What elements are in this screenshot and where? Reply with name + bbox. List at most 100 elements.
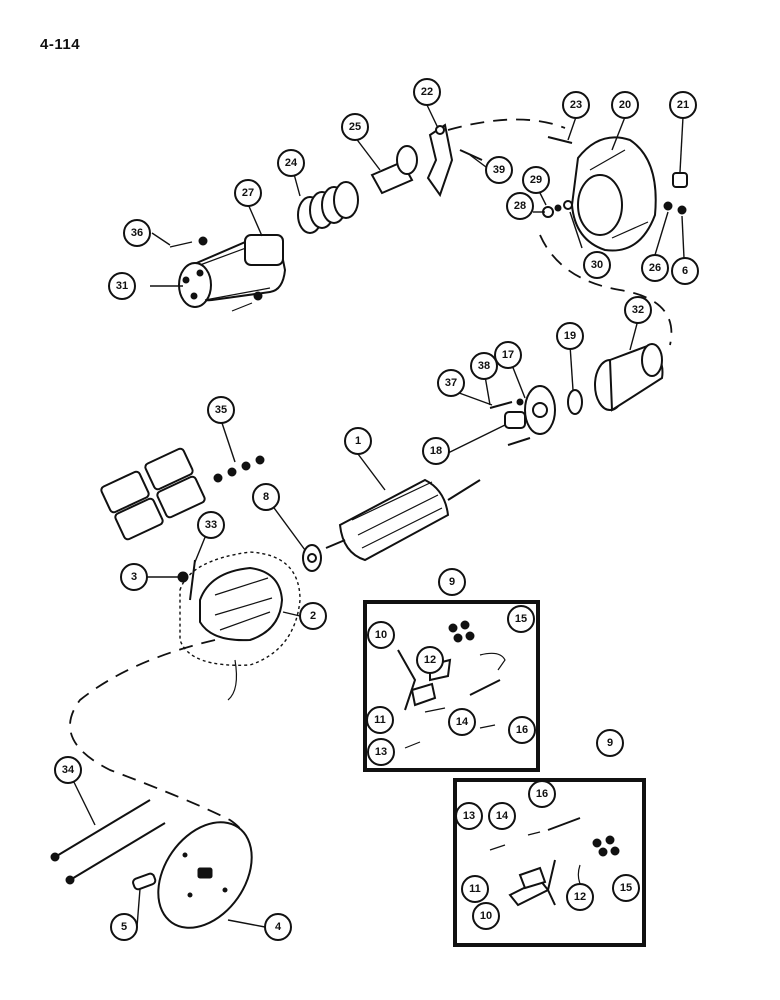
drive-housing-part-20 <box>570 136 657 252</box>
callout-23: 23 <box>562 91 590 119</box>
callout-3: 3 <box>120 563 148 591</box>
svg-text:37: 37 <box>445 377 457 389</box>
svg-text:36: 36 <box>131 227 143 239</box>
callout-4: 4 <box>264 913 292 941</box>
svg-text:20: 20 <box>619 99 631 111</box>
screws-part-35 <box>213 455 265 483</box>
callout-15-top: 15 <box>507 605 535 633</box>
end-plate-part-17 <box>524 385 556 435</box>
end-plate-part-4 <box>157 821 253 929</box>
callout-19: 19 <box>556 322 584 350</box>
callout-22: 22 <box>413 78 441 106</box>
callout-9-bottom: 9 <box>596 729 624 757</box>
solenoid-housing-part-27 <box>178 234 287 308</box>
callout-13-top: 13 <box>367 738 395 766</box>
bearing-part-8 <box>302 544 322 572</box>
svg-text:8: 8 <box>263 491 269 503</box>
bushing-part-21 <box>672 172 688 188</box>
washer-part-19 <box>567 389 583 415</box>
shift-lever-part-22 <box>426 123 454 198</box>
callout-37: 37 <box>437 369 465 397</box>
svg-text:6: 6 <box>682 265 688 277</box>
callout-39: 39 <box>485 156 513 184</box>
svg-text:12: 12 <box>424 654 436 666</box>
callout-17: 17 <box>494 341 522 369</box>
svg-text:16: 16 <box>536 788 548 800</box>
svg-text:27: 27 <box>242 187 254 199</box>
terminal-part-33 <box>189 559 196 601</box>
svg-text:9: 9 <box>607 737 613 749</box>
callout-20: 20 <box>611 91 639 119</box>
svg-text:11: 11 <box>374 714 386 726</box>
callout-32: 32 <box>624 296 652 324</box>
through-bolts-part-34 <box>50 799 166 885</box>
svg-text:18: 18 <box>430 445 442 457</box>
callout-24: 24 <box>277 149 305 177</box>
svg-text:31: 31 <box>116 280 128 292</box>
callout-11-bottom: 11 <box>461 875 489 903</box>
svg-text:39: 39 <box>493 164 505 176</box>
svg-text:29: 29 <box>530 174 542 186</box>
svg-text:32: 32 <box>632 304 644 316</box>
callout-35: 35 <box>207 396 235 424</box>
callout-26: 26 <box>641 254 669 282</box>
page-number: 4-114 <box>40 36 81 53</box>
svg-text:14: 14 <box>496 810 509 822</box>
spring-part-24 <box>297 181 359 234</box>
callout-2: 2 <box>299 602 327 630</box>
callout-15-bottom: 15 <box>612 874 640 902</box>
callout-36: 36 <box>123 219 151 247</box>
callout-31: 31 <box>108 272 136 300</box>
callout-33: 33 <box>197 511 225 539</box>
assembly-line-drive-end <box>447 118 673 346</box>
svg-text:12: 12 <box>574 891 586 903</box>
svg-text:26: 26 <box>649 262 661 274</box>
screw-part-3 <box>177 571 189 583</box>
svg-text:25: 25 <box>349 121 361 133</box>
callout-9-top: 9 <box>438 568 466 596</box>
callout-6: 6 <box>671 257 699 285</box>
svg-text:10: 10 <box>480 910 492 922</box>
callout-14-top: 14 <box>448 708 476 736</box>
svg-text:14: 14 <box>456 716 469 728</box>
svg-text:15: 15 <box>620 882 632 894</box>
svg-text:13: 13 <box>375 746 387 758</box>
callout-16-top: 16 <box>508 716 536 744</box>
callout-12-top: 12 <box>416 646 444 674</box>
field-frame-pole-shoes <box>100 447 206 541</box>
small-parts-26-6-28-29-30 <box>542 200 687 218</box>
svg-text:23: 23 <box>570 99 582 111</box>
svg-text:17: 17 <box>502 349 514 361</box>
svg-text:33: 33 <box>205 519 217 531</box>
svg-text:1: 1 <box>355 435 361 447</box>
callout-29: 29 <box>522 166 550 194</box>
callout-10-top: 10 <box>367 621 395 649</box>
svg-text:21: 21 <box>677 99 689 111</box>
armature-part-1 <box>325 478 481 562</box>
callout-5: 5 <box>110 913 138 941</box>
bushing-part-18 <box>504 411 526 429</box>
callout-18: 18 <box>422 437 450 465</box>
plunger-part-25 <box>370 145 418 195</box>
screws-part-37-38 <box>489 398 531 446</box>
svg-text:13: 13 <box>463 810 475 822</box>
svg-text:28: 28 <box>514 200 526 212</box>
svg-text:15: 15 <box>515 613 527 625</box>
svg-text:19: 19 <box>564 330 576 342</box>
callout-12-bottom: 12 <box>566 883 594 911</box>
screws-part-36 <box>169 236 263 312</box>
svg-text:9: 9 <box>449 576 455 588</box>
callout-16-bottom: 16 <box>528 780 556 808</box>
svg-text:16: 16 <box>516 724 528 736</box>
assembly-line-brush-end <box>69 639 249 871</box>
svg-text:10: 10 <box>375 629 387 641</box>
callout-28: 28 <box>506 192 534 220</box>
svg-text:4: 4 <box>275 921 282 933</box>
callout-38: 38 <box>470 352 498 380</box>
bolt-part-23 <box>547 136 573 144</box>
callout-21: 21 <box>669 91 697 119</box>
svg-text:24: 24 <box>285 157 298 169</box>
svg-text:34: 34 <box>62 764 75 776</box>
callout-10-bottom: 10 <box>472 902 500 930</box>
